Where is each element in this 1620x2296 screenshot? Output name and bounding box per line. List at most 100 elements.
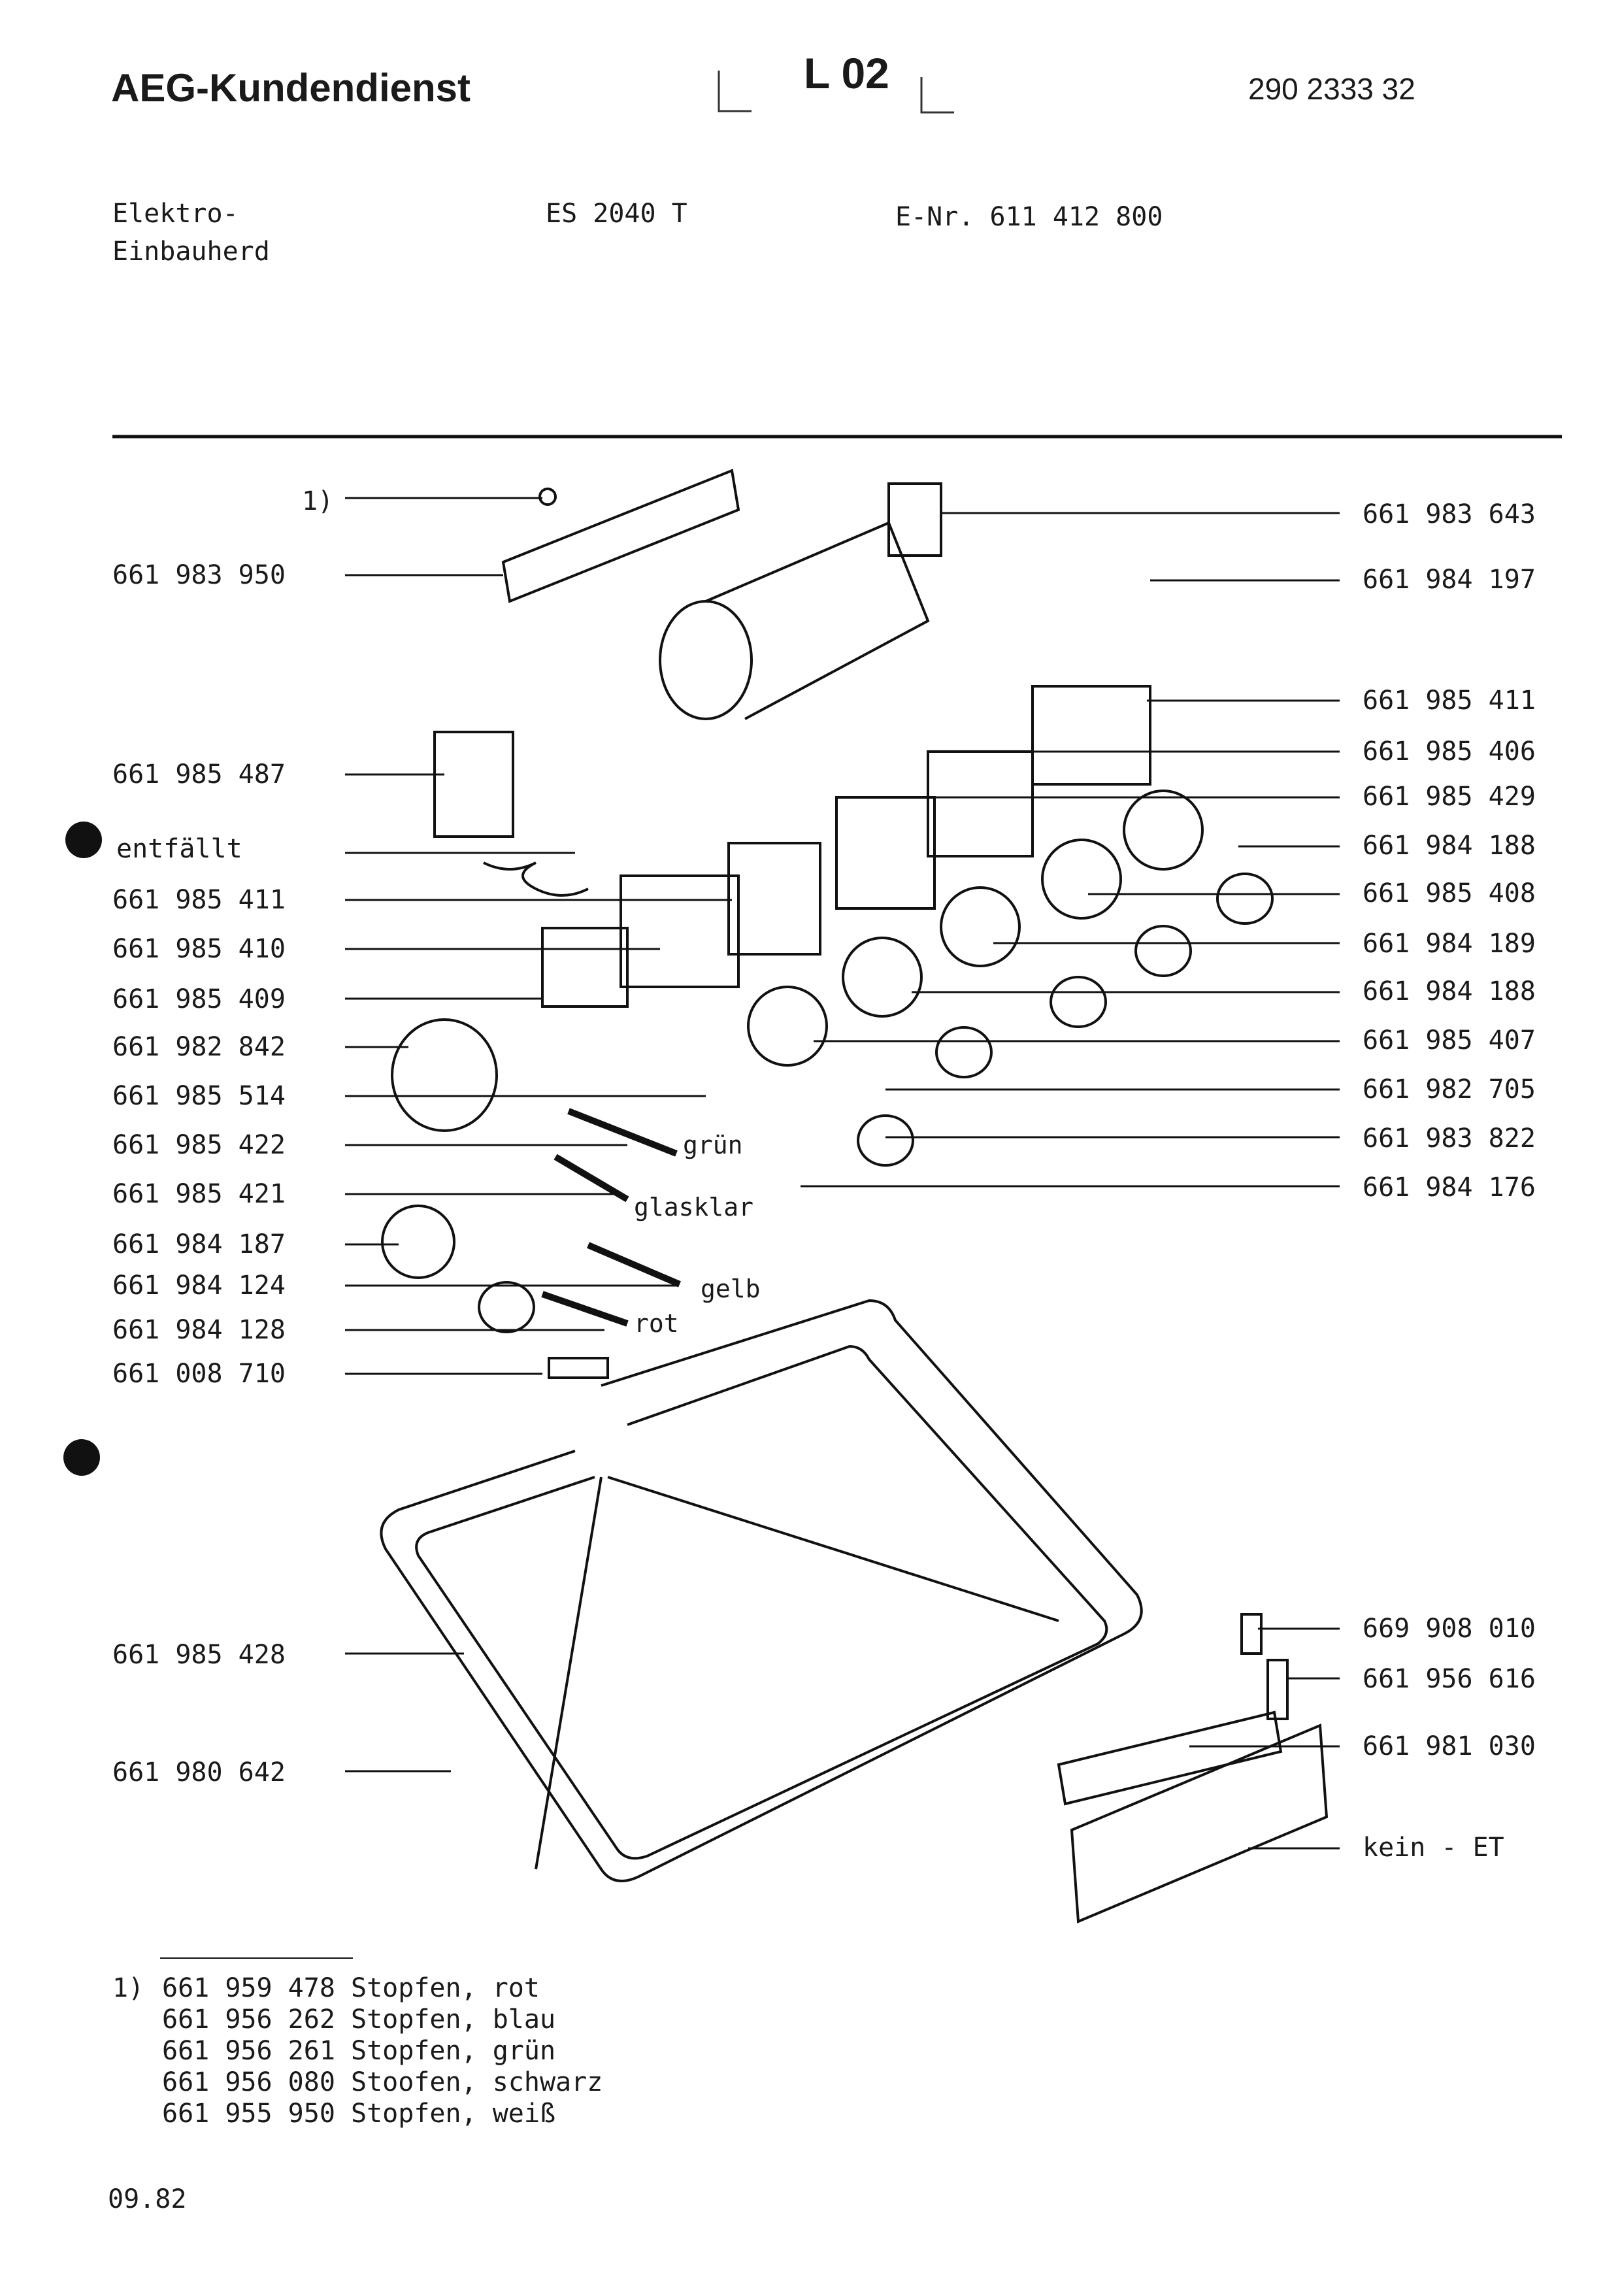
lamp-color-label: glasklar [634, 1193, 753, 1222]
switch-drawing [620, 874, 740, 988]
component-drawings [380, 469, 1329, 1923]
heating-element-spokes-drawing [535, 1476, 1059, 1870]
clamp-drawing [548, 1357, 609, 1379]
sheet-bracket [718, 71, 954, 114]
part-label: 661 985 409 [112, 984, 286, 1014]
footnote-list: 1) 661 959 478 Stopfen, rot 661 956 262 … [112, 1973, 603, 2129]
part-label: 661 008 710 [112, 1359, 286, 1389]
e-number: E-Nr. 611 412 800 [895, 202, 1163, 232]
bullet-mark [65, 822, 102, 858]
part-label: 661 985 411 [112, 885, 286, 915]
knob-disc-drawing [381, 1205, 455, 1279]
part-label: 661 982 842 [112, 1032, 286, 1062]
spring-drawing [483, 861, 589, 897]
right-part-labels: 661 983 643 661 984 197 661 985 411 661 … [1363, 499, 1536, 1863]
part-label: 661 984 128 [112, 1315, 286, 1345]
left-part-labels: 1) 661 983 950 661 985 487 entfällt 661 … [112, 486, 333, 1788]
lamp-color-label: gelb [701, 1274, 761, 1303]
document-number: 290 2333 32 [1248, 72, 1415, 106]
knob-drawing [857, 1114, 914, 1167]
device-type-line1: Elektro- [112, 199, 239, 229]
part-label: 661 985 422 [112, 1130, 286, 1160]
issue-date: 09.82 [108, 2184, 186, 2214]
model-number: ES 2040 T [546, 199, 687, 229]
part-label: 661 985 407 [1363, 1025, 1536, 1056]
part-label: 661 985 421 [112, 1179, 286, 1209]
part-label: 661 956 616 [1363, 1664, 1536, 1694]
part-label: 661 984 189 [1363, 929, 1536, 959]
knob-drawing [1134, 925, 1192, 977]
part-label: 661 984 188 [1363, 831, 1536, 861]
terminal-block-drawing [501, 469, 740, 603]
knob-disc-drawing [940, 886, 1021, 967]
brand-title: AEG-Kundendienst [111, 66, 471, 110]
part-label: 661 983 950 [112, 560, 286, 590]
fan-motor-drawing [659, 600, 753, 720]
part-label: 661 980 642 [112, 1757, 286, 1788]
part-label: 661 985 406 [1363, 737, 1536, 767]
part-label: 661 985 428 [112, 1640, 286, 1670]
footnote-item: 661 956 080 Stoofen, schwarz [162, 2067, 603, 2097]
indicator-lamp-drawing [554, 1154, 629, 1203]
footnote-marker: 1) [112, 1973, 144, 2003]
part-label: 661 985 429 [1363, 782, 1536, 812]
knob-drawing [478, 1281, 535, 1333]
part-label: 661 984 188 [1363, 976, 1536, 1007]
device-type-line2: Einbauherd [112, 237, 270, 267]
switch-drawing [541, 927, 629, 1008]
part-label: 661 985 410 [112, 934, 286, 964]
knob-drawing [1216, 873, 1274, 925]
cover-plate-drawing [1070, 1723, 1329, 1923]
regulator-drawing [727, 842, 821, 956]
part-label: 661 984 124 [112, 1271, 286, 1301]
footnote-item: 661 955 950 Stopfen, weiß [162, 2099, 555, 2129]
part-label: 661 982 705 [1363, 1074, 1536, 1105]
part-label: 661 985 487 [112, 759, 286, 790]
terminal-strip-drawing [1057, 1710, 1283, 1806]
bracket-drawing [1266, 1659, 1289, 1720]
indicator-lamp-drawing [587, 1242, 681, 1288]
part-label: entfällt [116, 834, 242, 864]
part-label: 661 985 411 [1363, 686, 1536, 716]
regulator-drawing [927, 750, 1034, 857]
leader-lines [345, 497, 1340, 1850]
part-label: 661 983 822 [1363, 1123, 1536, 1154]
footnote-item: 661 959 478 Stopfen, rot [162, 1973, 540, 2003]
terminal-plug-drawing [538, 488, 557, 506]
indicator-lamp-drawing [541, 1291, 629, 1327]
regulator-drawing [1031, 685, 1151, 786]
bracket-drawing [1240, 1613, 1263, 1655]
footnote-item: 661 956 262 Stopfen, blau [162, 2005, 555, 2035]
knob-disc-drawing [842, 937, 923, 1018]
heating-element-outer-drawing [380, 1299, 1143, 1882]
part-label: 661 985 408 [1363, 878, 1536, 908]
fan-motor-body-drawing [705, 521, 930, 720]
part-label: 661 983 643 [1363, 499, 1536, 529]
energy-regulator-drawing [433, 731, 514, 838]
footnote-item: 661 956 261 Stopfen, grün [162, 2036, 555, 2066]
knob-disc-drawing [1041, 839, 1122, 920]
part-label: 661 985 514 [112, 1081, 286, 1111]
part-label: 669 908 010 [1363, 1614, 1536, 1644]
lamp-color-label: rot [634, 1309, 679, 1338]
lamp-color-label: grün [683, 1131, 743, 1159]
part-label: 661 984 176 [1363, 1173, 1536, 1203]
knob-drawing [935, 1026, 993, 1078]
motor-switch-drawing [887, 482, 942, 557]
regulator-drawing [835, 796, 936, 910]
part-label: 661 984 187 [112, 1229, 286, 1259]
part-label: 661 984 197 [1363, 565, 1536, 595]
footnote-reference: 1) [302, 486, 333, 516]
knob-disc-drawing [747, 986, 828, 1067]
indicator-lamp-drawing [567, 1108, 678, 1157]
thermostat-drawing [391, 1018, 498, 1132]
knob-drawing [1050, 976, 1107, 1028]
lamp-color-labels: grün glasklar gelb rot [634, 1131, 761, 1338]
sheet-code: L 02 [804, 49, 889, 97]
knob-disc-drawing [1123, 790, 1204, 871]
bullet-mark [63, 1439, 100, 1476]
part-label: kein - ET [1363, 1833, 1504, 1863]
part-label: 661 981 030 [1363, 1731, 1536, 1761]
